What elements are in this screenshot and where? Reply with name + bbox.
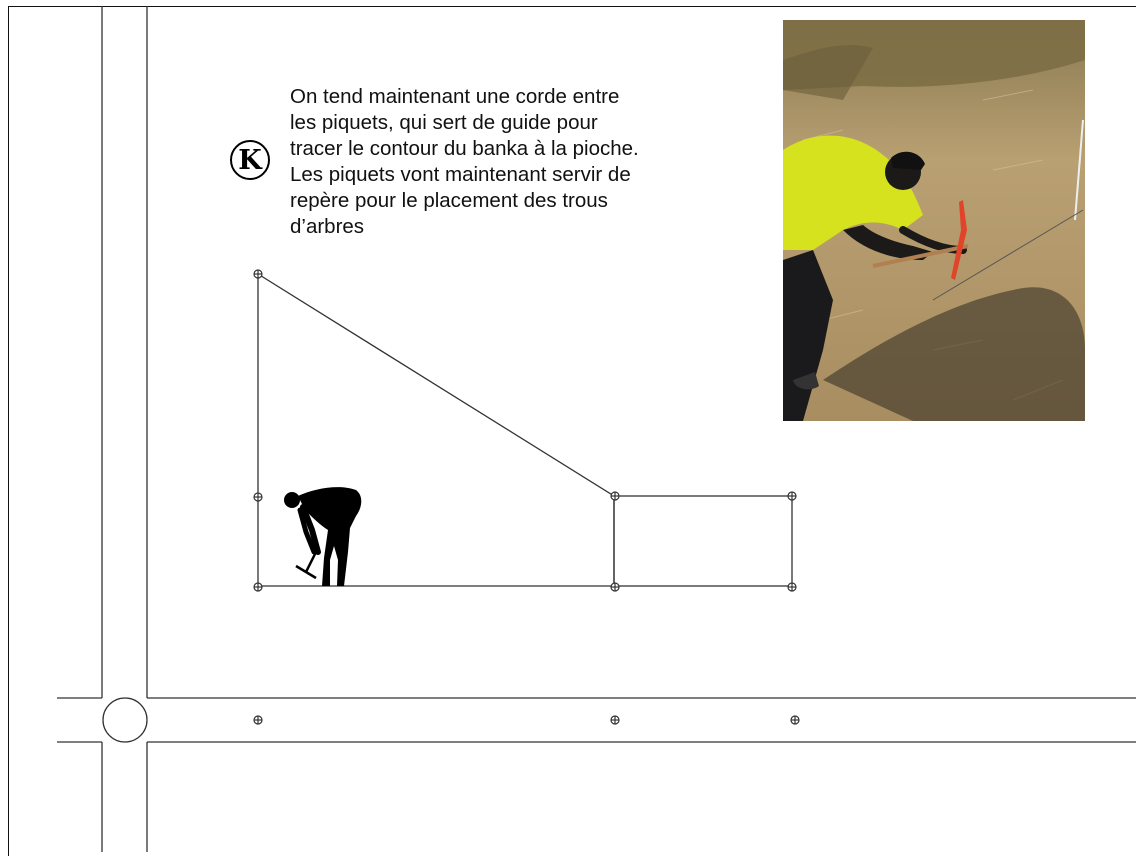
photo-worker-digging [783,20,1085,421]
step-letter: K [238,144,262,176]
stake-marker-icon [787,582,797,592]
photo-illustration [783,20,1085,421]
stake-marker-icon [610,715,620,725]
page-frame [8,6,1136,856]
worker-with-pickaxe-icon [284,487,362,586]
stake-marker-icon [253,582,263,592]
stake-marker-icon [610,491,620,501]
stake-marker-icon [787,491,797,501]
stake-marker-icon [610,582,620,592]
stake-marker-icon [790,715,800,725]
caption-text: On tend maintenant une corde entre les p… [290,85,639,238]
stakes [253,269,800,725]
roads [57,6,1136,852]
roundabout-circle [102,697,148,743]
step-badge: K [230,140,270,180]
banka-rectangle [613,495,793,587]
stake-marker-icon [253,492,263,502]
stake-marker-icon [253,715,263,725]
stake-marker-icon [253,269,263,279]
